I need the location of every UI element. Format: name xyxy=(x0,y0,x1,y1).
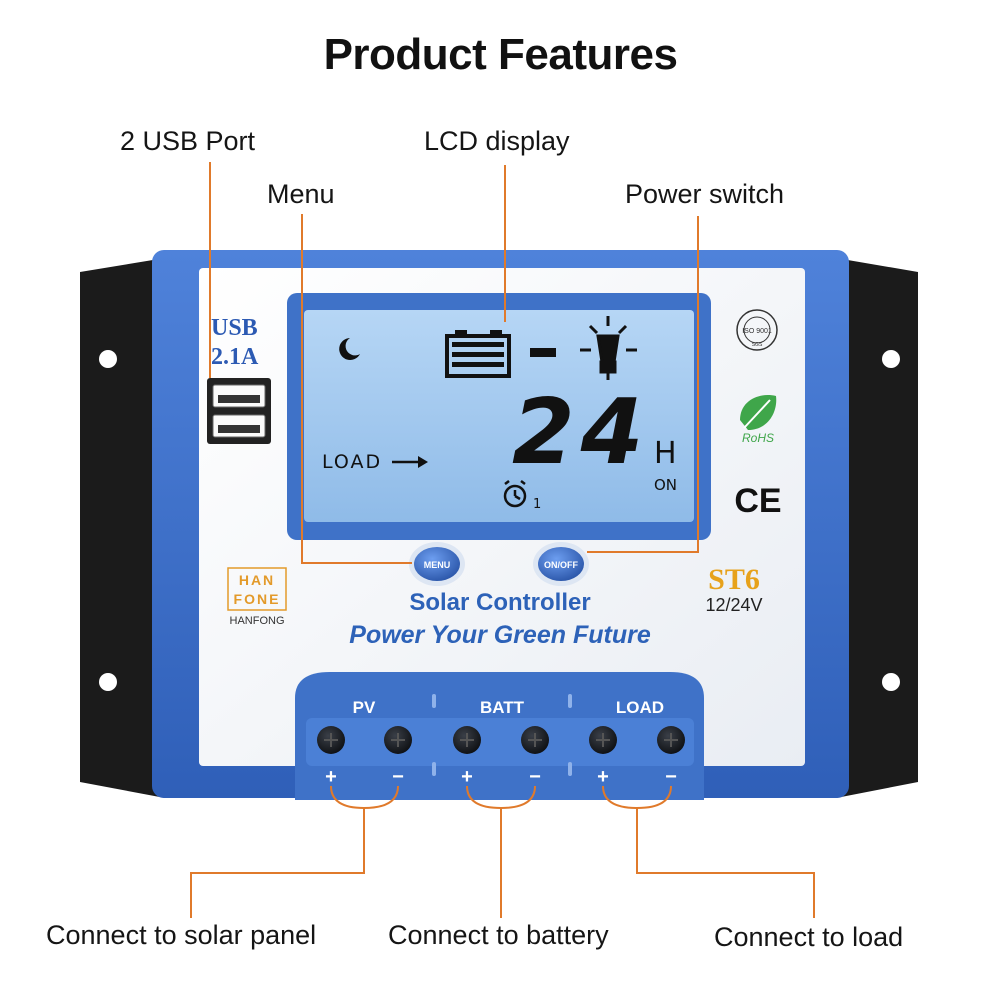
load-bracket-line xyxy=(602,785,815,918)
usb-label: USB xyxy=(211,315,258,341)
load-plus-sign: + xyxy=(597,766,609,788)
right-bracket-hole-bottom xyxy=(882,673,900,691)
usb-port-callout: 2 USB Port xyxy=(120,126,256,156)
right-bracket xyxy=(836,258,918,798)
lcd-display-callout: LCD display xyxy=(424,126,570,156)
alarm-clock-icon xyxy=(503,480,527,508)
model-name: ST6 xyxy=(708,563,760,596)
iso-badge: ISO 9001 SGS xyxy=(736,309,778,351)
right-bracket-hole-top xyxy=(882,350,900,368)
batt-negative-screw xyxy=(521,726,549,754)
svg-text:FONE: FONE xyxy=(234,591,281,607)
slogan: Power Your Green Future xyxy=(349,621,651,649)
usb-current-label: 2.1A xyxy=(211,344,259,370)
bulb-icon xyxy=(580,316,637,380)
batt-bracket-line xyxy=(466,785,536,918)
load-positive-screw xyxy=(589,726,617,754)
lcd-timer-index: 1 xyxy=(533,497,541,512)
svg-text:MENU: MENU xyxy=(424,560,451,570)
menu-callout: Menu xyxy=(267,179,335,209)
rohs-badge: RoHS xyxy=(740,395,777,445)
pv-plus-sign: + xyxy=(325,766,337,788)
pv-minus-sign: − xyxy=(392,766,404,788)
svg-text:HAN: HAN xyxy=(239,572,275,588)
ce-mark: CE xyxy=(734,482,781,520)
lcd-on-label: ON xyxy=(654,476,677,494)
lcd-unit: H xyxy=(654,436,677,471)
dash-icon xyxy=(530,348,556,357)
page-title: Product Features xyxy=(323,30,678,79)
power-switch-callout: Power switch xyxy=(625,179,785,209)
power-leader-line xyxy=(587,216,699,553)
solar-panel-callout: Connect to solar panel xyxy=(46,920,317,950)
pv-negative-screw xyxy=(384,726,412,754)
battery-callout: Connect to battery xyxy=(388,920,609,950)
lcd-load-label: LOAD xyxy=(322,451,382,473)
svg-text:ON/OFF: ON/OFF xyxy=(544,560,578,570)
svg-text:SGS: SGS xyxy=(752,342,763,348)
voltage-rating: 12/24V xyxy=(705,595,762,615)
moon-icon xyxy=(339,338,360,360)
load-negative-screw xyxy=(657,726,685,754)
batt-positive-screw xyxy=(453,726,481,754)
hanfong-logo: HAN FONE xyxy=(227,567,287,611)
left-bracket xyxy=(80,258,165,798)
load-minus-sign: − xyxy=(665,766,677,788)
batt-minus-sign: − xyxy=(529,766,541,788)
left-bracket-hole-top xyxy=(99,350,117,368)
terminal-label-pv: PV xyxy=(353,698,376,717)
terminal-label-load: LOAD xyxy=(616,698,664,717)
battery-icon xyxy=(445,330,511,378)
onoff-button[interactable]: ON/OFF xyxy=(533,542,589,586)
lcd-screen xyxy=(304,310,694,522)
load-callout: Connect to load xyxy=(714,922,904,952)
lcd-arrow-icon xyxy=(392,456,428,468)
terminal-label-batt: BATT xyxy=(480,698,525,717)
svg-text:ISO 9001: ISO 9001 xyxy=(742,328,772,335)
brand-name: HANFONG xyxy=(230,615,285,627)
lcd-hours-digits: 24 xyxy=(512,380,649,485)
menu-leader-line xyxy=(301,214,412,564)
batt-plus-sign: + xyxy=(461,766,473,788)
product-name: Solar Controller xyxy=(409,589,590,616)
pv-bracket-line xyxy=(190,785,399,918)
left-bracket-hole-bottom xyxy=(99,673,117,691)
menu-button[interactable]: MENU xyxy=(409,542,465,586)
pv-positive-screw xyxy=(317,726,345,754)
svg-text:RoHS: RoHS xyxy=(742,431,774,445)
